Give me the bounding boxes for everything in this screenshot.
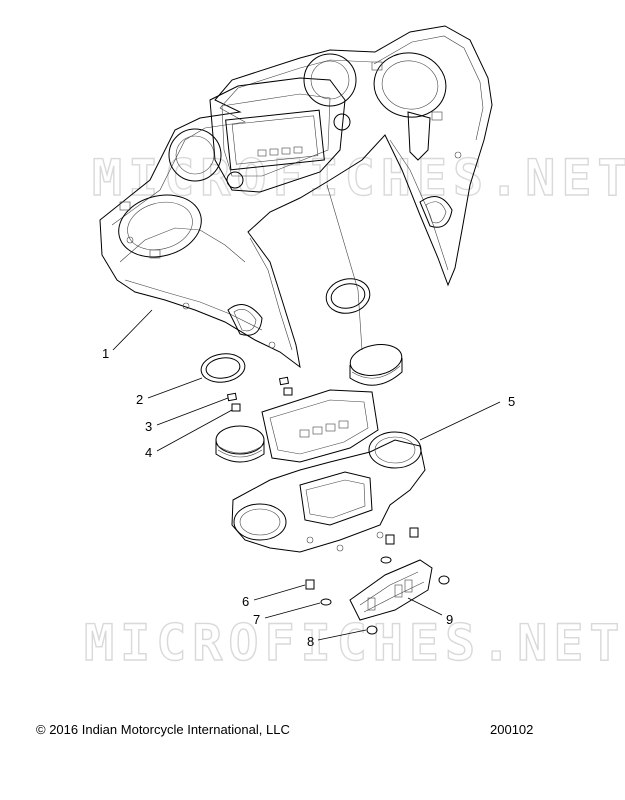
leader-1 bbox=[112, 309, 153, 351]
callout-6: 6 bbox=[242, 594, 249, 609]
leader-6 bbox=[253, 584, 306, 601]
part-inner-bracket bbox=[231, 389, 426, 553]
leader-5 bbox=[419, 401, 501, 441]
callout-8: 8 bbox=[307, 634, 314, 649]
callout-5: 5 bbox=[508, 394, 515, 409]
part-speaker-left bbox=[215, 425, 265, 463]
part-speaker-right bbox=[349, 344, 403, 386]
watermark-top: MICROFICHES.NET bbox=[92, 149, 625, 207]
part-lower-bracket bbox=[349, 559, 433, 621]
leader-2 bbox=[147, 377, 203, 399]
callout-1: 1 bbox=[102, 346, 109, 361]
part-fairing bbox=[99, 25, 493, 369]
callout-3: 3 bbox=[145, 419, 152, 434]
part-screw bbox=[305, 527, 419, 590]
callout-7: 7 bbox=[253, 612, 260, 627]
diagram-code: 200102 bbox=[490, 722, 534, 737]
leader-4 bbox=[156, 409, 233, 452]
alignment-line bbox=[326, 184, 363, 351]
callout-4: 4 bbox=[145, 445, 152, 460]
leader-9 bbox=[407, 597, 443, 616]
leader-3 bbox=[156, 397, 229, 426]
copyright-text: © 2016 Indian Motorcycle International, … bbox=[36, 722, 290, 737]
watermark-bottom: MICROFICHES.NET bbox=[84, 614, 625, 672]
part-speaker-gasket-left bbox=[200, 353, 246, 383]
leader-7 bbox=[264, 602, 321, 619]
part-bolt bbox=[366, 575, 450, 635]
part-nut bbox=[226, 376, 290, 402]
part-speaker-gasket-right bbox=[325, 278, 371, 314]
callout-9: 9 bbox=[446, 612, 453, 627]
part-washer bbox=[320, 556, 392, 606]
leader-8 bbox=[317, 629, 367, 641]
part-grommet bbox=[231, 387, 293, 412]
callout-2: 2 bbox=[136, 392, 143, 407]
